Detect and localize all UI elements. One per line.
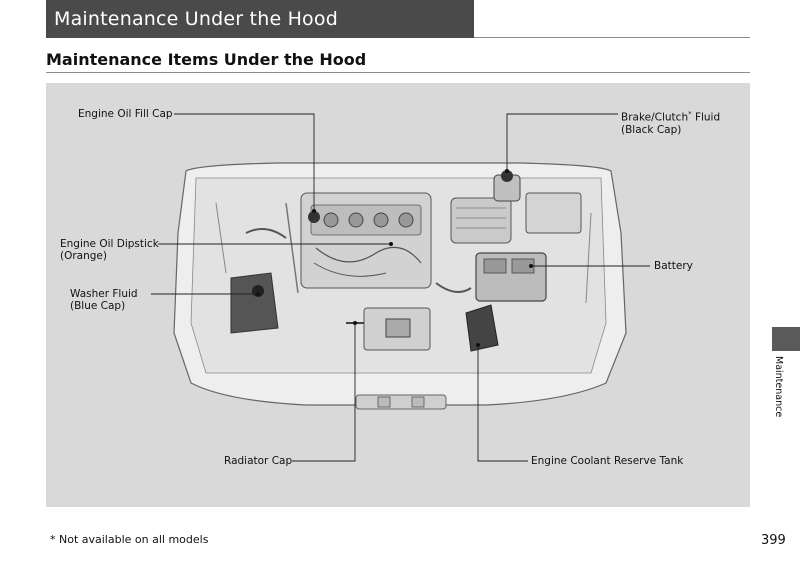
- label-radiator-text: Radiator Cap: [224, 455, 293, 467]
- label-black-cap-text: (Black Cap): [621, 123, 682, 136]
- label-orange-text: (Orange): [60, 250, 107, 262]
- label-brake-clutch-fluid: Brake/Clutch* Fluid (Black Cap): [621, 108, 720, 136]
- label-dipstick-text: Engine Oil Dipstick: [60, 238, 159, 250]
- chapter-title: Maintenance Under the Hood: [54, 8, 338, 30]
- section-rule: [46, 72, 750, 73]
- label-brake-clutch-text: Brake/Clutch: [621, 111, 689, 124]
- label-engine-oil-fill-cap: Engine Oil Fill Cap: [78, 108, 173, 120]
- footnote: * Not available on all models: [50, 533, 209, 546]
- label-blue-cap-text: (Blue Cap): [70, 300, 126, 312]
- label-fluid-text: Fluid: [691, 111, 721, 124]
- label-washer-text: Washer Fluid: [70, 288, 138, 300]
- header-rule: [474, 37, 750, 38]
- section-title: Maintenance Items Under the Hood: [46, 50, 367, 69]
- engine-bay-figure: Engine Oil Fill Cap Brake/Clutch* Fluid …: [46, 83, 750, 507]
- footnote-marker: *: [688, 110, 692, 118]
- label-engine-oil-dipstick: Engine Oil Dipstick (Orange): [60, 238, 159, 262]
- chapter-side-tab[interactable]: [772, 327, 800, 351]
- leader-lines: [151, 113, 650, 462]
- chapter-header: Maintenance Under the Hood: [46, 0, 474, 38]
- engine-bay-illustration: [151, 113, 650, 462]
- label-engine-oil-fill-cap-text: Engine Oil Fill Cap: [78, 108, 173, 120]
- label-coolant-text: Engine Coolant Reserve Tank: [531, 455, 684, 467]
- chapter-side-label: Maintenance: [773, 356, 784, 418]
- page-number: 399: [761, 533, 786, 548]
- label-washer-fluid: Washer Fluid (Blue Cap): [70, 288, 138, 312]
- label-battery: Battery: [654, 260, 693, 272]
- label-engine-coolant-reserve-tank: Engine Coolant Reserve Tank: [531, 455, 683, 467]
- label-radiator-cap: Radiator Cap: [224, 455, 292, 467]
- label-battery-text: Battery: [654, 260, 693, 272]
